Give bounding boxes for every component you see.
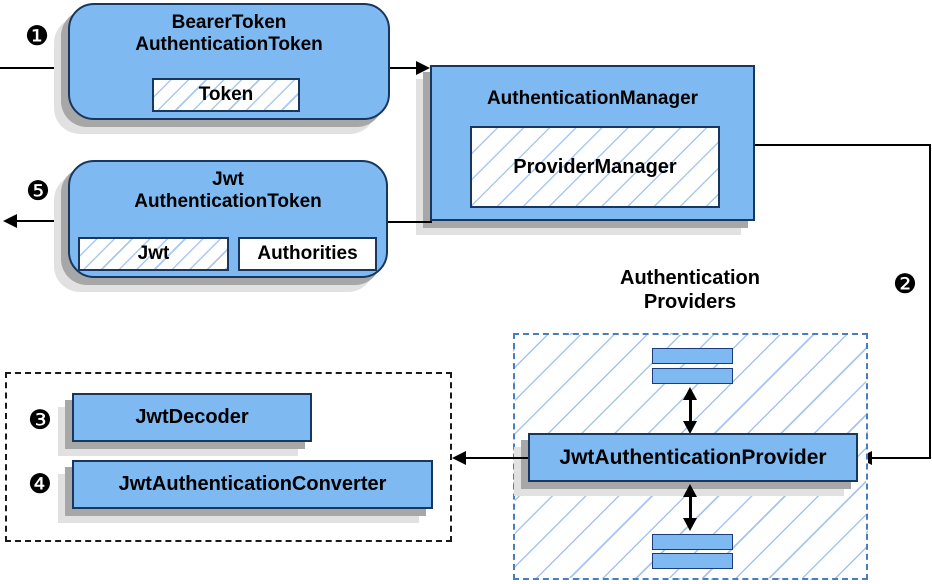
provider-stack-double-arrow-icon	[682, 387, 698, 434]
token-chip: Token	[152, 78, 300, 112]
jwt-chip: Jwt	[78, 237, 229, 271]
jwt-token-box-title-line1: Jwt	[212, 169, 244, 190]
bearer-token-box-title-line1: BearerToken	[171, 12, 287, 33]
jwt-authentication-converter-label: JwtAuthenticationConverter	[118, 473, 387, 495]
jwt-authentication-token-box: Jwt AuthenticationToken Jwt Authorities	[68, 160, 388, 278]
step-3-badge: ❸	[27, 405, 53, 436]
provider-manager-chip: ProviderManager	[470, 126, 720, 208]
authorities-chip: Authorities	[238, 237, 377, 271]
manager-to-jwt-token-line	[388, 221, 432, 223]
response-out-line	[17, 220, 68, 222]
manager-to-provider-line-bottom	[872, 457, 931, 459]
provider-to-decoder-arrowhead-icon	[452, 451, 466, 465]
request-in-line	[0, 67, 68, 69]
jwt-decoder-box: JwtDecoder	[72, 393, 312, 442]
jwt-authentication-converter-box: JwtAuthenticationConverter	[72, 460, 433, 509]
token-chip-label: Token	[198, 84, 254, 105]
authentication-providers-title: Authentication Providers	[565, 266, 815, 314]
jwt-authentication-provider-box: JwtAuthenticationProvider	[528, 433, 858, 482]
step-5-badge: ❺	[25, 176, 51, 207]
authentication-providers-title-line1: Authentication	[620, 267, 760, 289]
authentication-manager-title: AuthenticationManager	[486, 88, 699, 109]
authorities-chip-label: Authorities	[257, 243, 358, 264]
provider-stack-bar	[652, 368, 733, 384]
authentication-manager-box: AuthenticationManager ProviderManager	[430, 65, 755, 221]
jwt-decoder-label: JwtDecoder	[135, 406, 249, 428]
step-2-badge: ❷	[892, 269, 918, 300]
manager-to-provider-line-vertical	[929, 144, 931, 459]
provider-stack-bar	[652, 348, 733, 364]
manager-to-provider-line-top	[755, 144, 931, 146]
jwt-token-box-title: Jwt AuthenticationToken	[70, 169, 386, 213]
authentication-providers-title-line2: Providers	[643, 291, 737, 313]
bearer-token-box-title: BearerToken AuthenticationToken	[70, 12, 388, 56]
provider-stack-double-arrow-icon	[682, 484, 698, 531]
jwt-authentication-provider-label: JwtAuthenticationProvider	[559, 445, 827, 469]
response-out-arrowhead-icon	[3, 214, 17, 228]
bearer-to-manager-arrowhead-icon	[416, 61, 430, 75]
provider-stack-bar	[652, 553, 733, 569]
bearer-token-box-title-line2: AuthenticationToken	[135, 34, 323, 55]
jwt-chip-label: Jwt	[137, 243, 170, 264]
provider-manager-chip-label: ProviderManager	[513, 155, 677, 178]
provider-stack-bar	[652, 534, 733, 550]
jwt-token-box-title-line2: AuthenticationToken	[134, 191, 322, 212]
bearer-token-authentication-token-box: BearerToken AuthenticationToken Token	[68, 3, 390, 120]
provider-to-decoder-line	[466, 457, 528, 459]
step-4-badge: ❹	[27, 469, 53, 500]
bearer-to-manager-line	[390, 67, 417, 69]
step-1-badge: ❶	[24, 21, 50, 52]
